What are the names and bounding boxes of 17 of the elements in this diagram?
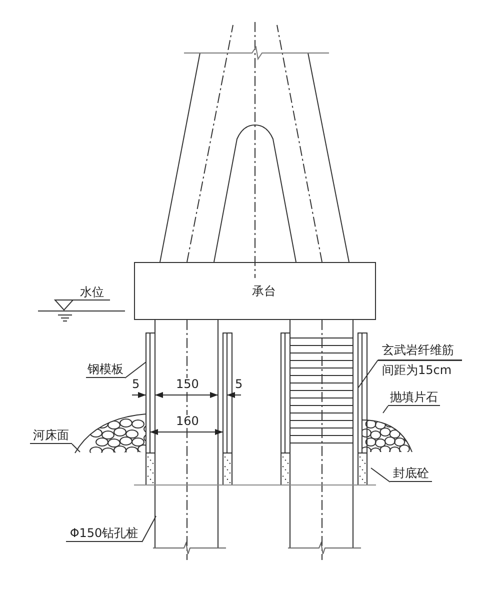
pile-cap-box: 承台 — [134, 262, 376, 320]
callout-label: 抛填片石 — [388, 390, 440, 406]
leader-line — [124, 362, 146, 378]
dimension-label: 150 — [175, 378, 200, 391]
dimension-label: 5 — [234, 378, 244, 391]
callout-label: 钢模板 — [86, 362, 125, 378]
leader-line — [370, 468, 390, 482]
leader-line — [72, 444, 80, 452]
callout-label: 封底砼 — [390, 466, 432, 482]
leader-line — [358, 360, 378, 388]
dimension-label: 5 — [131, 378, 141, 391]
dimension-label: 160 — [175, 415, 200, 428]
leader-line — [382, 406, 388, 414]
leader-line — [142, 516, 156, 542]
water-level-label: 水位 — [79, 286, 105, 299]
callout-label: 河床面 — [30, 428, 72, 444]
callout-label: Φ150钻孔桩 — [66, 526, 142, 542]
